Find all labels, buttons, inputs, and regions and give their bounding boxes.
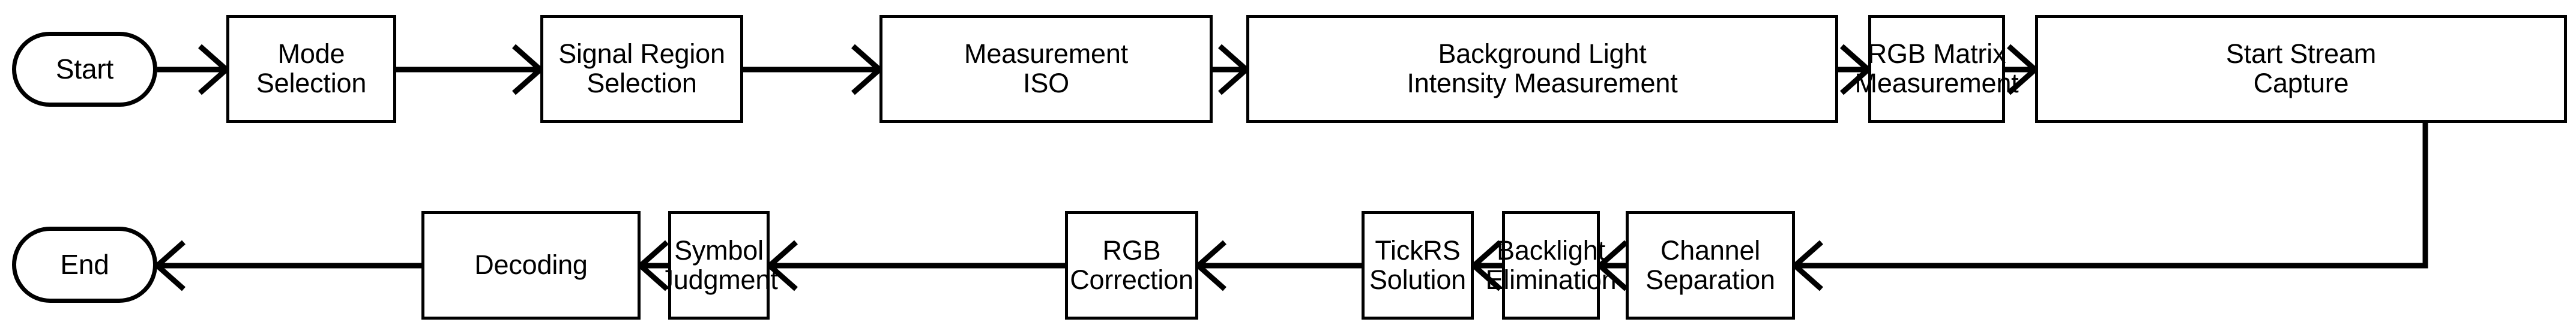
node-mode-selection-label: Mode Selection: [256, 38, 367, 98]
node-start-label: Start: [55, 53, 114, 85]
node-measurement-iso-label: Measurement ISO: [964, 38, 1128, 98]
node-channel-separation[interactable]: Channel Separation: [1626, 211, 1795, 320]
node-rgb-matrix-measurement-label: RGB Matrix Measurement: [1854, 38, 2019, 98]
edge-arrowhead-measurement-iso: [851, 44, 884, 95]
edge-arrowhead-channel-separation: [1791, 240, 1823, 291]
node-tickrs-solution-label: TickRS Solution: [1369, 234, 1467, 295]
node-background-light-intensity-measurement-label: Background Light Intensity Measurement: [1407, 38, 1678, 98]
node-symbol-judgment-label: Symbol Judgment: [660, 234, 778, 295]
node-start-stream-capture-label: Start Stream Capture: [2225, 38, 2377, 98]
node-measurement-iso[interactable]: Measurement ISO: [879, 15, 1213, 123]
node-start-stream-capture[interactable]: Start Stream Capture: [2035, 15, 2567, 123]
node-mode-selection[interactable]: Mode Selection: [226, 15, 396, 123]
node-backlight-elimination-label: Backlight Elimination: [1485, 234, 1617, 295]
node-signal-region-selection[interactable]: Signal Region Selection: [540, 15, 743, 123]
node-signal-region-selection-label: Signal Region Selection: [558, 38, 725, 98]
node-symbol-judgment[interactable]: Symbol Judgment: [660, 211, 778, 320]
node-rgb-correction-label: RGB Correction: [1070, 234, 1193, 295]
edge-arrowhead-end: [153, 240, 186, 291]
edge-start-stream-to-channel-separation: [1795, 123, 2428, 269]
node-tickrs-solution[interactable]: TickRS Solution: [1362, 211, 1474, 320]
node-channel-separation-label: Channel Separation: [1645, 234, 1775, 295]
node-start[interactable]: Start: [12, 32, 157, 107]
node-background-light-intensity-measurement[interactable]: Background Light Intensity Measurement: [1246, 15, 1838, 123]
node-rgb-matrix-measurement[interactable]: RGB Matrix Measurement: [1855, 15, 2019, 123]
edge-arrowhead-signal-region: [512, 44, 544, 95]
edge-arrowhead-rgb-correction: [1194, 240, 1226, 291]
node-backlight-elimination[interactable]: Backlight Elimination: [1486, 211, 1617, 320]
node-rgb-correction[interactable]: RGB Correction: [1065, 211, 1198, 320]
node-end[interactable]: End: [12, 227, 157, 303]
node-end-label: End: [60, 248, 109, 280]
node-decoding[interactable]: Decoding: [421, 211, 641, 320]
edge-arrowhead-background-light: [1218, 44, 1250, 95]
edge-arrowhead-mode-selection: [198, 44, 231, 95]
node-decoding-label: Decoding: [474, 249, 588, 281]
